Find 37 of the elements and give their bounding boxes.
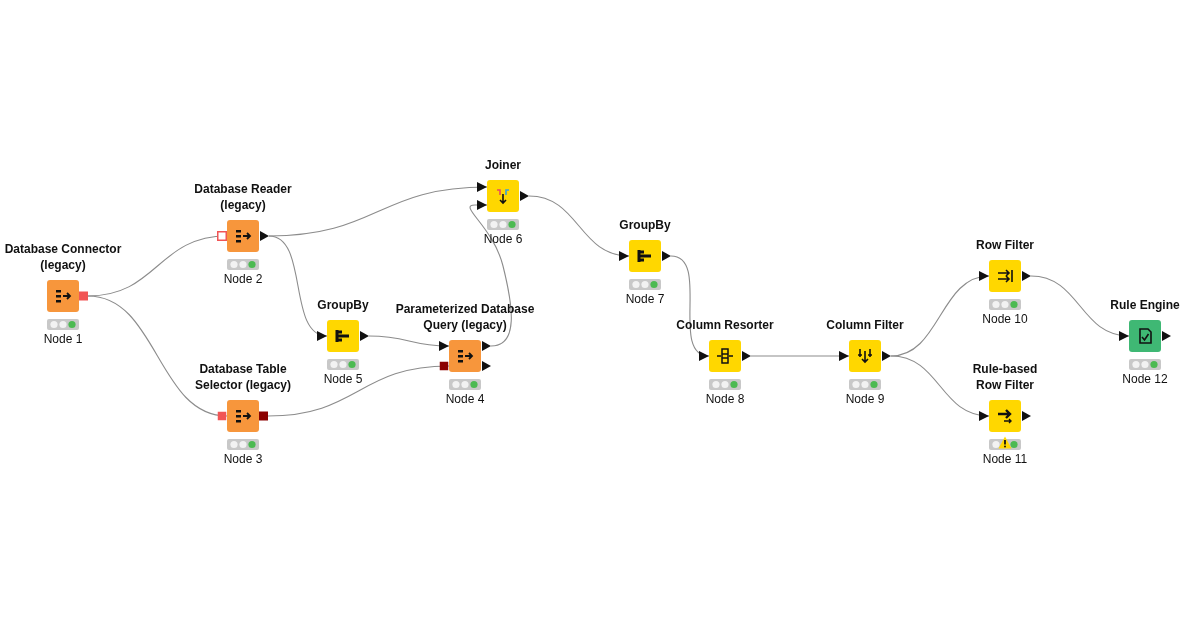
node-title: Joiner [484, 157, 522, 173]
node-title: Database Connector (legacy) [3, 241, 123, 273]
connector [750, 351, 850, 361]
node-title: Row Filter [975, 237, 1035, 253]
node-title: Parameterized Database Query (legacy) [394, 301, 536, 333]
node-label: Node 2 [223, 272, 263, 286]
node-label: Node 12 [1122, 372, 1168, 386]
node-title: GroupBy [316, 297, 370, 313]
connector [890, 355, 990, 420]
node-label: Node 10 [982, 312, 1028, 326]
node-label: Node 4 [445, 392, 485, 406]
connector [368, 335, 450, 351]
connector [268, 235, 328, 339]
node-label: Node 3 [223, 452, 263, 466]
node-label: Node 11 [982, 452, 1028, 466]
connector [268, 182, 488, 237]
node-label: Node 8 [705, 392, 745, 406]
connector [890, 272, 990, 357]
node-label: Node 7 [625, 292, 665, 306]
node-title: Column Filter [825, 317, 905, 333]
node-title: Rule Engine [1109, 297, 1181, 313]
connector [87, 231, 228, 297]
node-title: GroupBy [618, 217, 672, 233]
connector [469, 200, 512, 347]
node-title: Rule-based Row Filter [971, 361, 1039, 393]
node-label: Node 6 [483, 232, 523, 246]
node-title: Column Resorter [675, 317, 775, 333]
node-label: Node 9 [845, 392, 885, 406]
connector [670, 255, 710, 359]
connector [528, 195, 630, 260]
connector [87, 295, 228, 421]
node-label: Node 1 [43, 332, 83, 346]
connector [1030, 275, 1130, 340]
node-title: Database Table Selector (legacy) [193, 361, 292, 393]
connector [267, 361, 450, 417]
node-title: Database Reader (legacy) [193, 181, 293, 213]
node-label: Node 5 [323, 372, 363, 386]
